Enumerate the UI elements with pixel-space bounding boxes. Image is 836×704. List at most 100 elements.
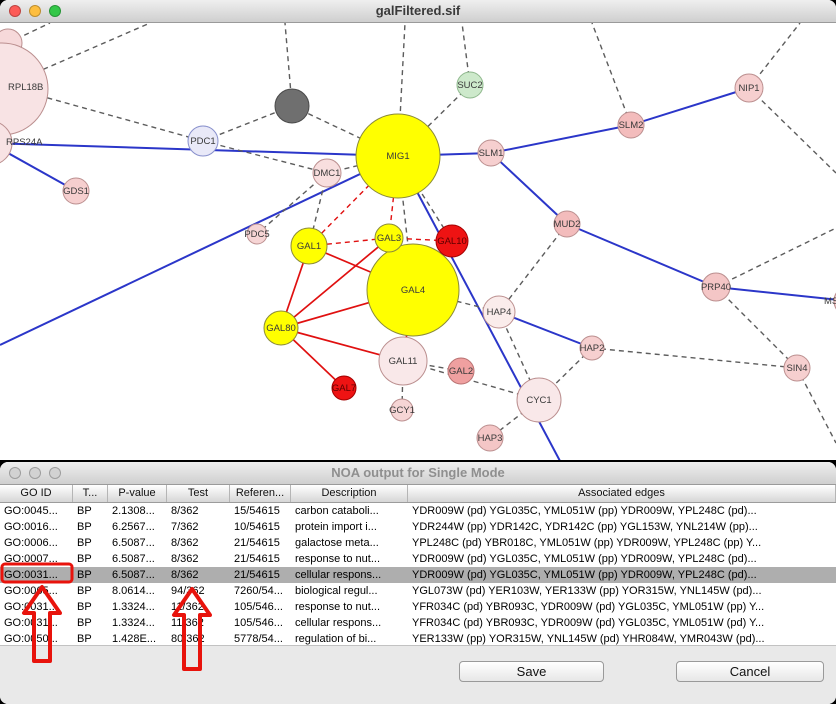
node-label-hap3: HAP3	[478, 433, 503, 444]
column-header-associated-edges[interactable]: Associated edges	[408, 485, 836, 502]
edge-MIG1-pt	[0, 155, 399, 346]
save-button[interactable]: Save	[459, 661, 604, 682]
node-cyc1[interactable]	[516, 377, 562, 423]
node-gray[interactable]	[274, 88, 310, 124]
node-mig1[interactable]	[355, 113, 441, 199]
table-cell: YFR034C (pd) YBR093C, YDR009W (pd) YGL03…	[412, 617, 765, 629]
column-header-t[interactable]: T...	[73, 485, 108, 502]
node-hap3[interactable]	[476, 424, 504, 452]
node-gal1[interactable]	[290, 227, 328, 265]
node-label-gal2: GAL2	[449, 366, 473, 377]
node-rps24a[interactable]	[0, 121, 13, 165]
node-gal2[interactable]	[447, 357, 475, 385]
table-cell: 8/362	[171, 569, 199, 581]
table-cell: YFR034C (pd) YBR093C, YDR009W (pd) YGL03…	[412, 601, 765, 613]
column-header-test[interactable]: Test	[167, 485, 230, 502]
window-title: galFiltered.sif	[375, 3, 461, 18]
edge-PDC1-GRAY	[202, 105, 293, 142]
table-cell: BP	[77, 569, 92, 581]
node-label-rps24a: RPS24A	[6, 137, 43, 148]
table-cell: 6.5087...	[112, 537, 155, 549]
traffic-lights	[9, 5, 61, 17]
node-label-rpl18b: RPL18B	[8, 82, 43, 93]
noa-window-titlebar[interactable]: NOA output for Single Mode	[0, 462, 836, 485]
edge-CORNER-pt	[7, 23, 51, 44]
node-gal80[interactable]	[263, 310, 299, 346]
node-gal11[interactable]	[378, 336, 428, 386]
minimize-button-icon[interactable]	[29, 467, 41, 479]
close-button-icon[interactable]	[9, 467, 21, 479]
edge-SLM1-MUD2	[490, 152, 568, 225]
node-hap2[interactable]	[579, 335, 605, 361]
node-sin4[interactable]	[783, 354, 811, 382]
node-nip1[interactable]	[734, 73, 764, 103]
table-cell: GO:0045...	[4, 505, 58, 517]
table-cell: biological regul...	[295, 585, 378, 597]
node-gal7[interactable]	[331, 375, 357, 401]
table-cell: YDR009W (pd) YGL035C, YML051W (pp) YDR00…	[412, 553, 757, 565]
column-header-description[interactable]: Description	[291, 485, 408, 502]
close-button-icon[interactable]	[9, 5, 21, 17]
node-label-dmc1: DMC1	[314, 168, 341, 179]
cancel-button[interactable]: Cancel	[676, 661, 824, 682]
table-cell: cellular respons...	[295, 569, 382, 581]
node-label-gds1: GDS1	[63, 186, 89, 197]
node-label-gal11: GAL11	[389, 356, 418, 367]
table-cell: response to nut...	[295, 601, 380, 613]
table-cell: 7260/54...	[234, 585, 283, 597]
zoom-button-icon[interactable]	[49, 467, 61, 479]
node-slm1[interactable]	[477, 139, 505, 167]
node-hap4[interactable]	[482, 295, 516, 329]
node-suc2[interactable]	[456, 71, 484, 99]
node-gds1[interactable]	[62, 177, 90, 205]
node-label-slm2: SLM2	[619, 120, 644, 131]
table-cell: 1.3324...	[112, 601, 155, 613]
column-header-referen[interactable]: Referen...	[230, 485, 291, 502]
node-gcy1[interactable]	[390, 398, 414, 422]
node-pdc5[interactable]	[246, 223, 268, 245]
table-cell: YDR009W (pd) YGL035C, YML051W (pp) YDR00…	[412, 569, 757, 581]
node-gal4[interactable]	[366, 243, 460, 337]
table-cell: 1.428E...	[112, 633, 157, 645]
table-cell: 7/362	[171, 521, 199, 533]
table-cell: 11/362	[171, 617, 204, 629]
table-cell: 105/546...	[234, 617, 283, 629]
node-label-slm1: SLM1	[479, 148, 504, 159]
button-bar: Save Cancel	[0, 645, 836, 704]
node-label-pdc1: PDC1	[190, 136, 215, 147]
node-slm2[interactable]	[617, 111, 645, 139]
network-window-titlebar[interactable]: galFiltered.sif	[0, 0, 836, 23]
column-header-p-value[interactable]: P-value	[108, 485, 167, 502]
node-gal3[interactable]	[374, 223, 404, 253]
node-mud2[interactable]	[553, 210, 581, 238]
edge-pt-PDC1	[29, 92, 204, 142]
node-dmc1[interactable]	[312, 158, 342, 188]
node-prp40[interactable]	[701, 272, 731, 302]
node-pdc1[interactable]	[187, 125, 219, 157]
node-gal10[interactable]	[435, 224, 469, 258]
node-label-sin4: SIN4	[786, 363, 807, 374]
minimize-button-icon[interactable]	[29, 5, 41, 17]
network-canvas[interactable]: RPL18BRPS24AGDS1PDC1DMC1MIG1SUC2SLM1SLM2…	[0, 23, 836, 460]
edge-SLM2-NIP1	[630, 87, 750, 126]
table-cell: BP	[77, 585, 92, 597]
edge-pt-pt	[34, 23, 151, 74]
edge-MIG1-GAL10	[397, 155, 453, 242]
zoom-button-icon[interactable]	[49, 5, 61, 17]
edge-DMC1-PDC5	[256, 172, 328, 235]
table-cell: 6.5087...	[112, 553, 155, 565]
edge-SLM2-pt	[591, 23, 632, 126]
table-cell: GO:0006...	[4, 537, 58, 549]
column-header-go-id[interactable]: GO ID	[0, 485, 73, 502]
table-cell: cellular respons...	[295, 617, 382, 629]
table-cell: BP	[77, 505, 92, 517]
